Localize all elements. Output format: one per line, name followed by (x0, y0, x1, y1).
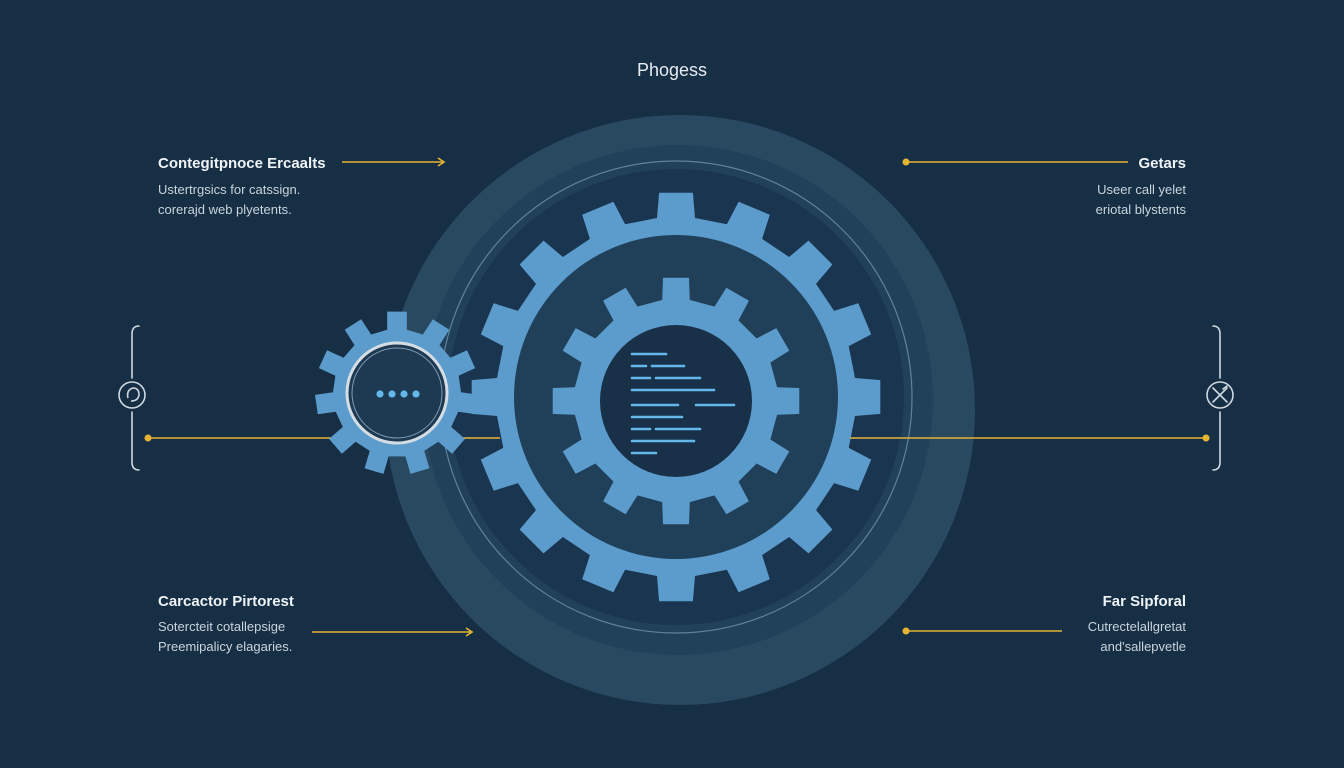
swirl-icon (118, 381, 146, 409)
bottom-right-heading: Far Sipforal (1102, 593, 1186, 610)
bottom-right-pointer (902, 627, 1062, 635)
bottom-right-line-2: and'sallepvetle (1100, 639, 1186, 654)
small-gear-ring-inner (351, 347, 443, 439)
top-left-line-2: corerajd web plyetents. (158, 202, 292, 217)
top-right-line-1: Useer call yelet (1097, 182, 1186, 197)
bottom-right-line-1: Cutrectelallgretat (1087, 619, 1186, 634)
ellipsis-icon (376, 390, 420, 398)
medium-gear-hub (600, 325, 752, 477)
top-left-arrow (342, 157, 446, 167)
bottom-left-arrow (312, 627, 474, 637)
right-bracket (1212, 325, 1221, 471)
right-connector-dot (1202, 434, 1210, 442)
left-connector-dot (144, 434, 152, 442)
document-lines-icon (630, 352, 736, 455)
top-right-heading: Getars (1138, 155, 1186, 172)
top-right-pointer (902, 158, 1128, 166)
bottom-left-heading: Carcactor Pirtorest (158, 593, 294, 610)
top-left-heading: Contegitpnoce Ercaalts (158, 155, 326, 172)
diagram-title: Phogess (636, 60, 708, 80)
bottom-left-line-1: Sotercteit cotallepsige (158, 619, 286, 634)
top-left-line-1: Ustertrgsics for catssign. (158, 182, 301, 197)
small-gear-ring (345, 341, 449, 445)
top-right-line-2: eriotal blystents (1095, 202, 1186, 217)
left-bracket (131, 325, 140, 471)
tools-icon (1206, 381, 1234, 409)
bottom-left-line-2: Preemipalicy elagaries. (158, 639, 293, 654)
